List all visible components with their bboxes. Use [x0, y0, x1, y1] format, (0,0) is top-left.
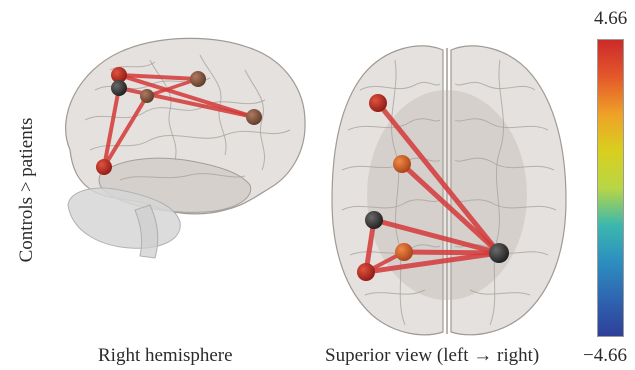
lateral-node — [190, 71, 206, 87]
lateral-node — [140, 89, 154, 103]
colorbar-max-label: 4.66 — [594, 8, 627, 30]
contrast-label: Controls > patients — [16, 118, 38, 263]
superior-node — [365, 211, 383, 229]
colorbar-min-label: −4.66 — [583, 345, 627, 367]
colorbar — [597, 39, 624, 337]
lateral-node — [111, 80, 127, 96]
superior-node — [395, 243, 413, 261]
superior-node — [489, 243, 509, 263]
caption-right-hemisphere: Right hemisphere — [98, 345, 233, 367]
superior-node — [369, 94, 387, 112]
lateral-brain-view — [66, 38, 305, 258]
lateral-node — [246, 109, 262, 125]
superior-node — [393, 155, 411, 173]
lateral-node — [96, 159, 112, 175]
superior-node — [357, 263, 375, 281]
caption-superior-view: Superior view (left → right) — [325, 345, 539, 367]
